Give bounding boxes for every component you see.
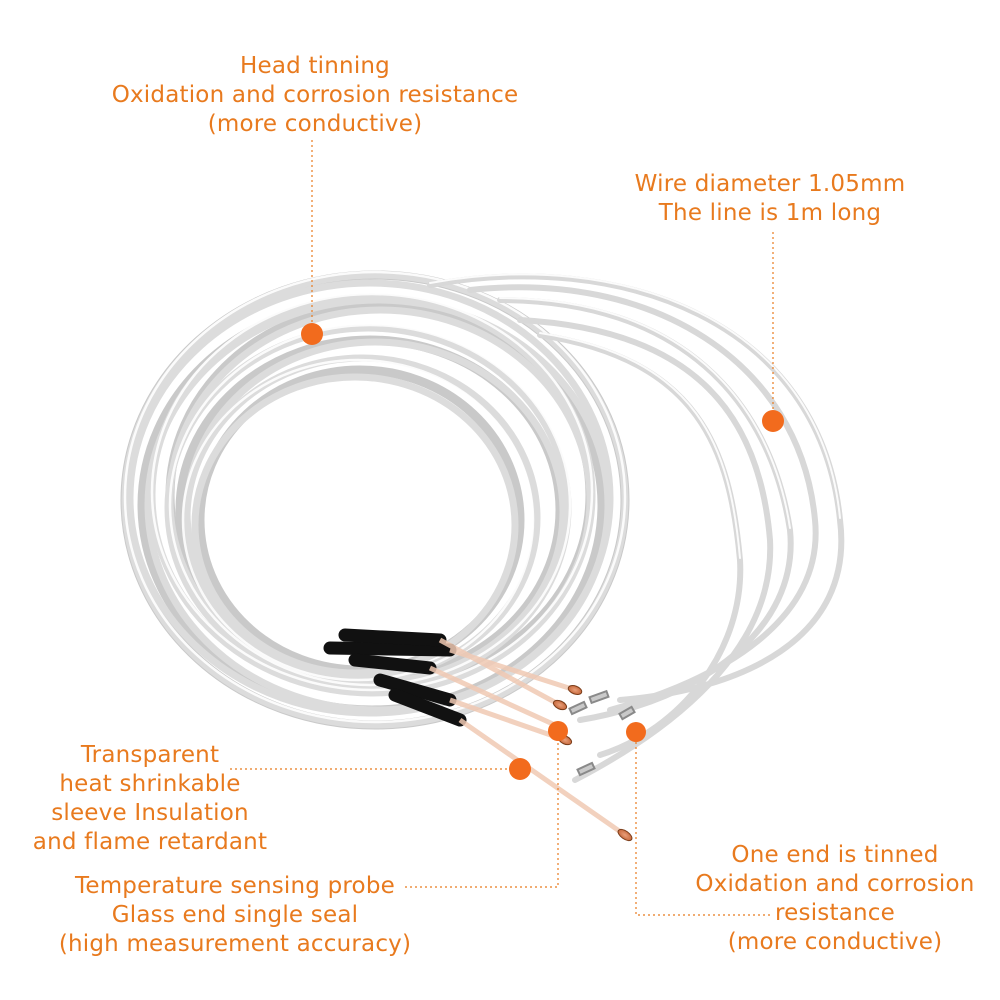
marker-sleeve: [509, 758, 531, 780]
probe-sleeves: [323, 628, 633, 842]
leader-probe: [405, 732, 559, 888]
callout-line: and flame retardant: [32, 829, 268, 855]
callout-line: Temperature sensing probe: [75, 873, 395, 899]
callout-wire-spec: Wire diameter 1.05mm The line is 1m long: [610, 170, 930, 228]
callout-line: Wire diameter 1.05mm: [634, 171, 906, 197]
callout-tinned-end: One end is tinned Oxidation and corrosio…: [670, 841, 1000, 957]
callout-line: resistance: [775, 900, 895, 926]
leader-tinned-end: [635, 732, 770, 916]
callout-line: Oxidation and corrosion resistance: [111, 82, 519, 108]
callout-sleeve: Transparent heat shrinkable sleeve Insul…: [10, 741, 290, 857]
callout-line: (more conductive): [207, 111, 423, 137]
callout-line: Head tinning: [240, 53, 390, 79]
callout-leaders: [230, 140, 774, 916]
tinned-wire-ends: [568, 689, 636, 777]
marker-probe: [548, 721, 568, 741]
callout-line: (more conductive): [727, 929, 943, 955]
callout-head-tinning: Head tinning Oxidation and corrosion res…: [80, 52, 550, 139]
marker-head-tinning: [301, 323, 323, 345]
callout-line: sleeve Insulation: [51, 800, 249, 826]
callout-line: Glass end single seal: [111, 902, 359, 928]
callout-line: The line is 1m long: [658, 200, 882, 226]
callout-markers: [301, 323, 784, 780]
callout-line: One end is tinned: [731, 842, 939, 868]
callout-probe: Temperature sensing probe Glass end sing…: [30, 872, 440, 959]
marker-tinned-end: [626, 722, 646, 742]
callout-line: Transparent: [80, 742, 220, 768]
marker-wire-spec: [762, 410, 784, 432]
callout-line: heat shrinkable: [59, 771, 241, 797]
wire-coil: [120, 270, 845, 783]
callout-line: (high measurement accuracy): [58, 931, 412, 957]
callout-line: Oxidation and corrosion: [695, 871, 975, 897]
